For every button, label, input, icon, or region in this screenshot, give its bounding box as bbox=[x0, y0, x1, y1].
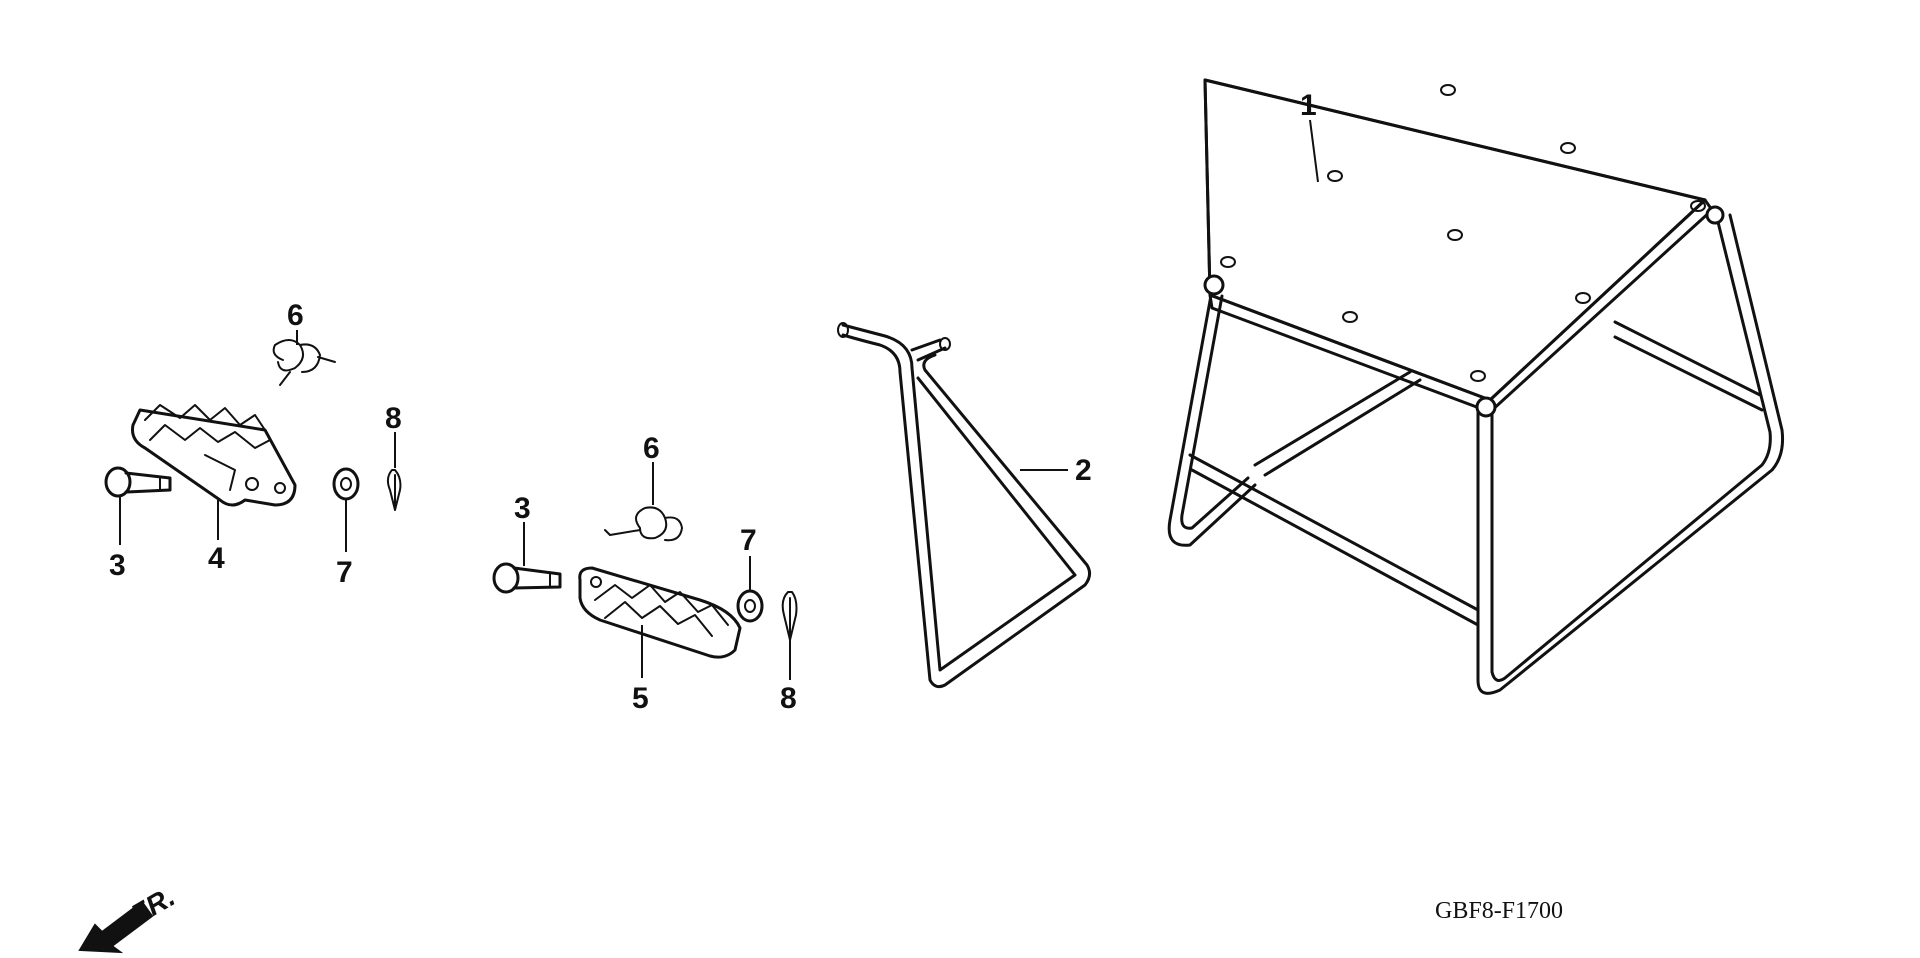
diagram-code: GBF8-F1700 bbox=[1435, 898, 1563, 924]
arrow-front-icon bbox=[78, 900, 154, 954]
rear-stand[interactable] bbox=[837, 322, 1092, 689]
callout-1: 1 bbox=[1300, 89, 1317, 122]
footpeg-pin-right[interactable] bbox=[492, 562, 562, 594]
cotter-pin-left[interactable] bbox=[386, 469, 402, 511]
work-stand[interactable] bbox=[1167, 78, 1784, 695]
callout-8-left: 8 bbox=[385, 402, 402, 435]
callout-4: 4 bbox=[208, 542, 225, 575]
callout-5: 5 bbox=[632, 682, 649, 715]
cotter-pin-right[interactable] bbox=[781, 591, 798, 641]
callout-6-left: 6 bbox=[287, 299, 304, 332]
callout-2: 2 bbox=[1075, 454, 1092, 487]
spring-right[interactable] bbox=[604, 506, 683, 542]
callout-3-left: 3 bbox=[109, 549, 126, 582]
callout-8-right: 8 bbox=[780, 682, 797, 715]
callout-7-left: 7 bbox=[336, 556, 353, 589]
spring-left[interactable] bbox=[272, 339, 336, 386]
washer-right[interactable] bbox=[736, 589, 764, 623]
callout-7-right: 7 bbox=[740, 524, 757, 557]
callout-6-right: 6 bbox=[643, 432, 660, 465]
footpeg-right[interactable] bbox=[578, 566, 742, 659]
callout-3-right: 3 bbox=[514, 492, 531, 525]
washer-left[interactable] bbox=[332, 467, 360, 501]
footpeg-left[interactable] bbox=[131, 404, 297, 507]
footpeg-pin-left[interactable] bbox=[104, 466, 172, 498]
